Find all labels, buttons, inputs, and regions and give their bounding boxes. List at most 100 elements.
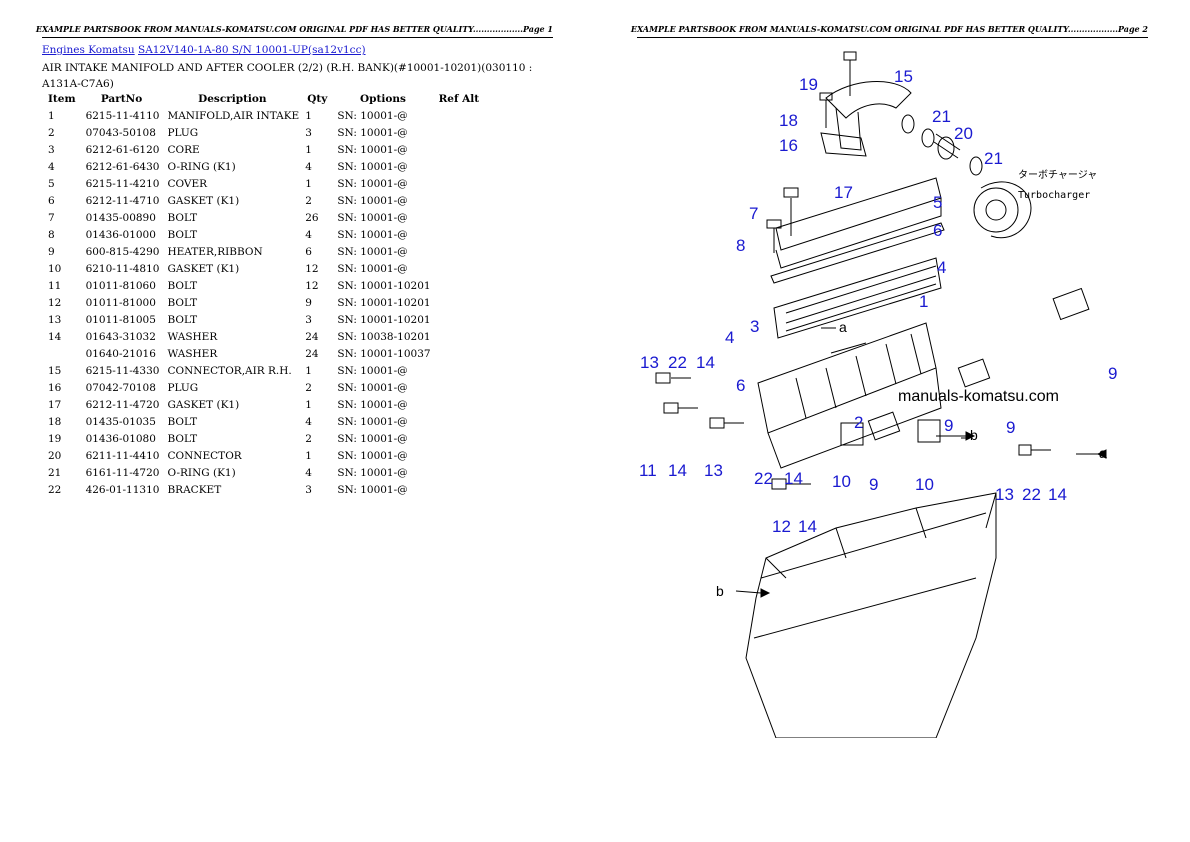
cell-item: 14	[48, 330, 62, 343]
callout-20: 20	[954, 124, 973, 143]
callout-22: 22	[1022, 485, 1041, 504]
page-header: EXAMPLE PARTSBOOK FROM MANUALS-KOMATSU.C…	[35, 24, 553, 34]
cell-options: SN: 10001-@	[337, 177, 408, 190]
cell-item: 8	[48, 228, 55, 241]
cell-options: SN: 10001-@	[337, 262, 408, 275]
cell-description: WASHER	[167, 347, 218, 360]
callout-14: 14	[1048, 485, 1067, 504]
callout-13: 13	[704, 461, 723, 480]
cell-partno: 426-01-11310	[85, 483, 160, 496]
cell-description: CONNECTOR	[167, 449, 242, 462]
cell-item: 5	[48, 177, 55, 190]
cell-qty: 1	[305, 177, 312, 190]
cell-refalt	[433, 107, 484, 124]
cell-partno: 01643-31032	[85, 330, 156, 343]
watermark: manuals-komatsu.com	[898, 388, 1059, 405]
cell-refalt	[433, 124, 484, 141]
cell-qty: 4	[305, 228, 312, 241]
cell-description: BOLT	[167, 211, 198, 224]
callout-4: 4	[725, 328, 734, 347]
cell-item: 6	[48, 194, 55, 207]
cell-description: PLUG	[167, 381, 199, 394]
cell-refalt	[433, 141, 484, 158]
cell-description: GASKET (K1)	[167, 398, 240, 411]
cell-item: 11	[48, 279, 62, 292]
cell-partno: 6211-11-4410	[85, 449, 160, 462]
cell-description: BOLT	[167, 279, 198, 292]
callout-15: 15	[894, 67, 913, 86]
cell-qty: 4	[305, 415, 312, 428]
cell-qty: 12	[305, 262, 319, 275]
cell-refalt	[433, 345, 484, 362]
cell-description: GASKET (K1)	[167, 194, 240, 207]
cell-qty: 2	[305, 432, 312, 445]
col-header-options: Options	[360, 92, 406, 105]
cell-partno: 01435-00890	[85, 211, 156, 224]
cell-qty: 24	[305, 347, 319, 360]
table-row: 01640-21016 WASHER 24 SN: 10001-10037	[42, 345, 483, 362]
cell-partno: 01436-01000	[85, 228, 156, 241]
callout-1: 1	[919, 292, 928, 311]
exploded-parts-diagram: b a b a ターボチャージャ Turbocharger manuals-ko…	[636, 38, 1156, 739]
callout-10: 10	[832, 472, 851, 491]
col-header-item: Item	[48, 92, 76, 105]
callout-3: 3	[750, 317, 759, 336]
cell-qty: 2	[305, 381, 312, 394]
page-title: AIR INTAKE MANIFOLD AND AFTER COOLER (2/…	[42, 62, 533, 90]
cell-description: BOLT	[167, 415, 198, 428]
cell-options: SN: 10001-@	[337, 143, 408, 156]
callout-14: 14	[784, 469, 803, 488]
cell-item: 7	[48, 211, 55, 224]
cell-qty: 26	[305, 211, 319, 224]
diagram-drawing: b a b a ターボチャージャ Turbocharger manuals-ko…	[639, 51, 1117, 739]
cell-description: BOLT	[167, 296, 198, 309]
callout-9: 9	[869, 475, 878, 494]
cell-refalt	[433, 277, 484, 294]
cell-description: MANIFOLD,AIR INTAKE	[167, 109, 300, 122]
cell-description: O-RING (K1)	[167, 160, 236, 173]
callout-22: 22	[754, 469, 773, 488]
cell-partno: 01640-21016	[85, 347, 156, 360]
cell-refalt	[433, 447, 484, 464]
cell-partno: 01011-81060	[85, 279, 156, 292]
callout-5: 5	[933, 193, 942, 212]
cell-description: COVER	[167, 177, 208, 190]
callout-6: 6	[933, 221, 942, 240]
callout-21: 21	[932, 107, 951, 126]
callout-9: 9	[944, 416, 953, 435]
cell-description: GASKET (K1)	[167, 262, 240, 275]
callout-13: 13	[640, 353, 659, 372]
breadcrumb-link-model[interactable]: SA12V140-1A-80 S/N 10001-UP(sa12v1cc)	[138, 44, 366, 56]
cell-qty: 1	[305, 143, 312, 156]
callout-11: 11	[639, 461, 657, 480]
arrow-label-a: a	[1099, 445, 1107, 461]
cell-qty: 1	[305, 109, 312, 122]
cell-item: 2	[48, 126, 55, 139]
callout-13: 13	[995, 485, 1014, 504]
breadcrumb-link-engines[interactable]: Engines Komatsu	[42, 44, 135, 56]
cell-options: SN: 10001-@	[337, 109, 408, 122]
cell-refalt	[433, 175, 484, 192]
cell-qty: 6	[305, 245, 312, 258]
cell-partno: 6212-11-4720	[85, 398, 160, 411]
cell-options: SN: 10001-@	[337, 160, 408, 173]
cell-options: SN: 10001-10201	[337, 296, 431, 309]
cell-options: SN: 10001-10037	[337, 347, 431, 360]
callout-12: 12	[772, 517, 791, 536]
cell-refalt	[433, 328, 484, 345]
cell-qty: 3	[305, 483, 312, 496]
cell-options: SN: 10001-@	[337, 483, 408, 496]
cell-partno: 6212-61-6120	[85, 143, 160, 156]
callout-2: 2	[854, 413, 863, 432]
arrow-label-a2: a	[839, 319, 847, 335]
callout-9: 9	[1108, 364, 1117, 383]
cell-qty: 4	[305, 160, 312, 173]
cell-partno: 07043-50108	[85, 126, 156, 139]
